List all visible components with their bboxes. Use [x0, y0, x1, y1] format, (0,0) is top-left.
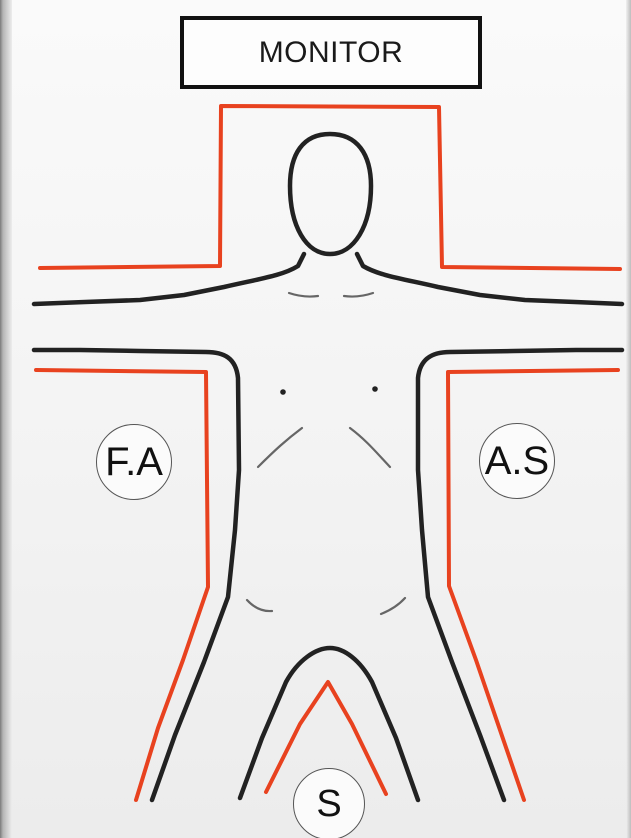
position-fa-label: F.A [105, 440, 163, 485]
head-zone-line [40, 106, 620, 269]
position-s-label: S [316, 783, 341, 826]
right-hip-line [381, 598, 405, 614]
position-s-circle: S [293, 768, 365, 838]
body-details [247, 293, 405, 614]
shoulder-arm-outline [34, 254, 622, 304]
right-chest-line [350, 428, 390, 467]
position-fa-circle: F.A [96, 424, 172, 500]
head-outline [290, 134, 371, 254]
right-collarbone [344, 293, 373, 297]
monitor-box: MONITOR [180, 16, 482, 89]
right-nipple-dot [372, 386, 378, 392]
position-as-circle: A.S [479, 423, 555, 499]
left-collarbone [289, 293, 318, 297]
left-chest-line [258, 428, 302, 467]
monitor-label: MONITOR [259, 36, 404, 70]
left-nipple-dot [280, 389, 286, 395]
position-as-label: A.S [485, 439, 549, 484]
left-hip-line [247, 600, 272, 611]
